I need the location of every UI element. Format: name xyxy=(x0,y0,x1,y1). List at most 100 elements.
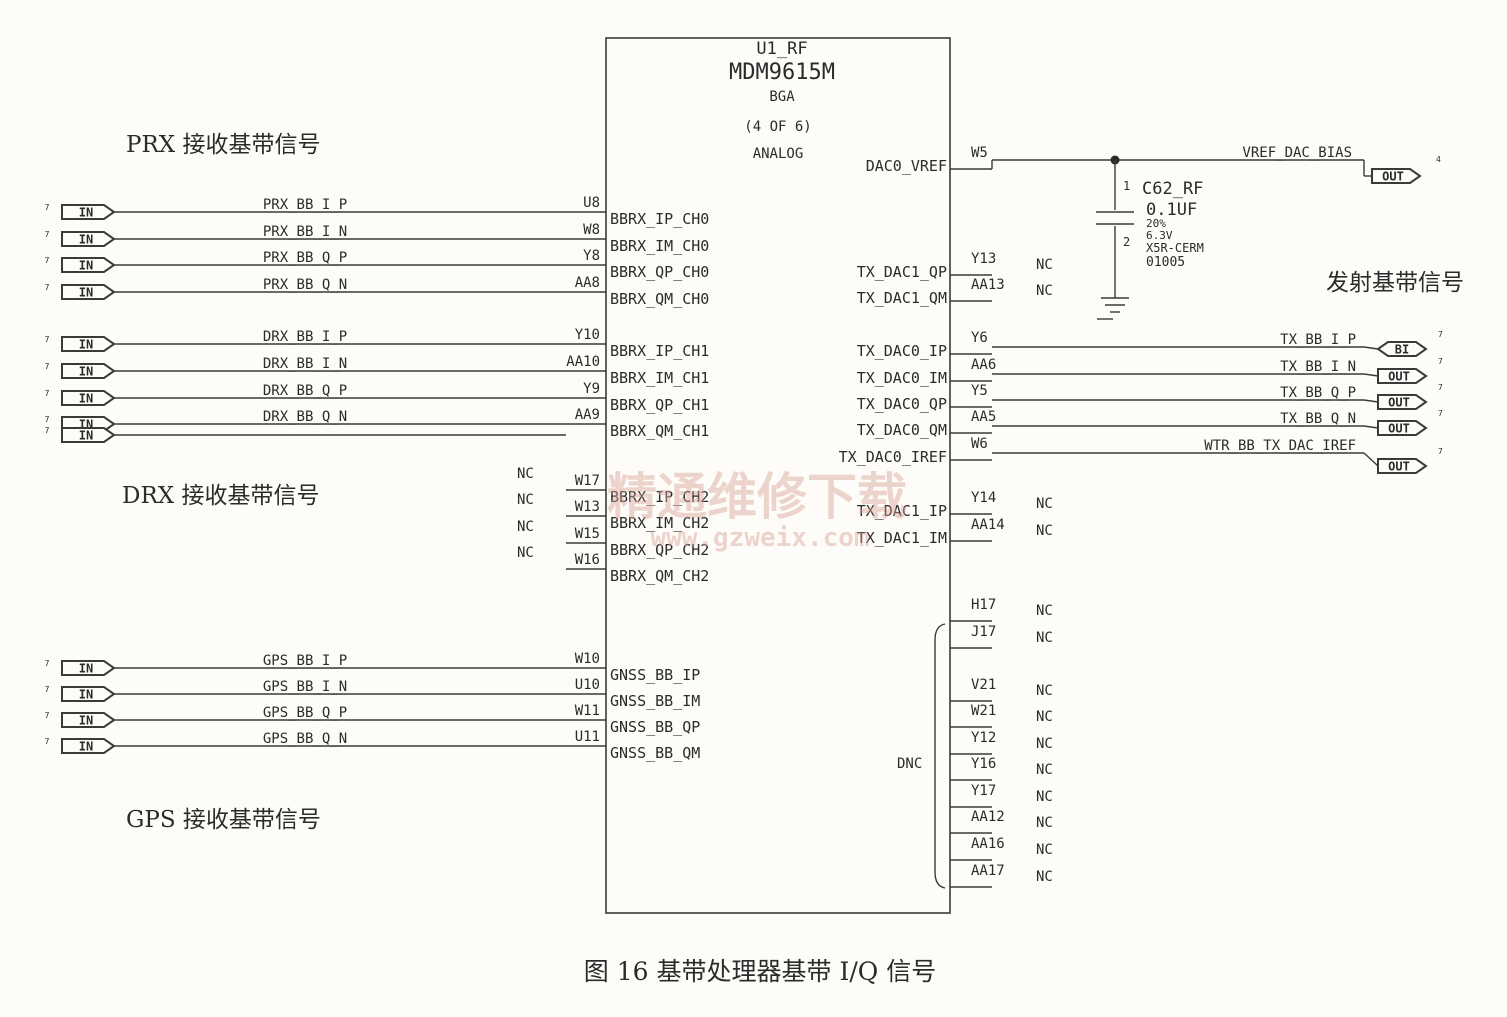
sheet-ref: 7 xyxy=(45,659,50,668)
pin-name: TX_DAC0_QP xyxy=(857,395,947,413)
cap-voltage: 6.3V xyxy=(1146,229,1173,242)
pin-number: V21 xyxy=(971,677,996,693)
chip-section: (4 OF 6) xyxy=(744,119,811,135)
pin-number: W17 xyxy=(575,473,600,489)
port-out: OUT xyxy=(1377,394,1428,410)
sheet-ref: 7 xyxy=(45,737,50,746)
nc-label: NC xyxy=(517,545,534,561)
pin-number: Y14 xyxy=(971,490,996,506)
pin-number: Y5 xyxy=(971,383,988,399)
pin-number: AA16 xyxy=(971,836,1005,852)
port-label: IN xyxy=(79,714,93,728)
sheet-ref: 7 xyxy=(45,362,50,371)
pin-name: BBRX_IM_CH0 xyxy=(610,237,709,255)
port-label: OUT xyxy=(1388,422,1410,436)
pin-name: BBRX_QM_CH0 xyxy=(610,290,709,308)
pin-number: AA6 xyxy=(971,357,996,373)
sheet-ref: 7 xyxy=(1438,357,1443,366)
sheet-ref: 7 xyxy=(1438,447,1443,456)
nc-label: NC xyxy=(1036,789,1053,805)
pin-name: TX_DAC1_IP xyxy=(857,502,947,520)
port-in: IN xyxy=(61,204,116,220)
net-label: GPS_BB_I_N xyxy=(263,679,347,695)
pin-number: J17 xyxy=(971,624,996,640)
sheet-ref: 7 xyxy=(45,426,50,435)
net-label: VREF_DAC_BIAS xyxy=(1242,145,1352,161)
nc-label: NC xyxy=(1036,257,1053,273)
pin-number: AA14 xyxy=(971,517,1005,533)
port-in: IN xyxy=(61,336,116,352)
pin-number: AA12 xyxy=(971,809,1005,825)
pin-number: Y12 xyxy=(971,730,996,746)
port-label: IN xyxy=(79,206,93,220)
port-label: IN xyxy=(79,429,93,443)
net-label: PRX_BB_I_N xyxy=(263,224,347,240)
cap-pin2: 2 xyxy=(1123,235,1130,249)
port-in: IN xyxy=(61,686,116,702)
pin-name: TX_DAC1_QP xyxy=(857,263,947,281)
pin-number: AA10 xyxy=(566,354,600,370)
sheet-ref: 7 xyxy=(45,685,50,694)
net-label: PRX_BB_Q_N xyxy=(263,277,347,293)
right-pin-row: TX_DAC1_IM AA14 NC xyxy=(857,517,1053,547)
nc-label: NC xyxy=(1036,523,1053,539)
pin-name: BBRX_IP_CH0 xyxy=(610,210,709,228)
nc-label: NC xyxy=(1036,842,1053,858)
sheet-ref: 7 xyxy=(45,283,50,292)
port-out: OUT xyxy=(1377,458,1428,474)
port-label: IN xyxy=(79,286,93,300)
net-label: TX_BB_I_P xyxy=(1280,332,1356,348)
port-in: IN xyxy=(61,427,116,443)
pin-number: W16 xyxy=(575,552,600,568)
pin-number: U10 xyxy=(575,677,600,693)
port-in: IN xyxy=(61,660,116,676)
net-label: PRX_BB_Q_P xyxy=(263,250,347,266)
net-label: PRX_BB_I_P xyxy=(263,197,347,213)
port-out: OUT xyxy=(1371,168,1422,184)
caption-drx: DRX 接收基带信号 xyxy=(122,483,319,509)
port-in: IN xyxy=(61,363,116,379)
sheet-ref: 7 xyxy=(1438,330,1443,339)
port-out: OUT xyxy=(1377,368,1428,384)
chip-ref: U1_RF xyxy=(756,39,807,59)
pin-number: W5 xyxy=(971,145,988,161)
pin-name: TX_DAC0_IM xyxy=(857,369,947,387)
pin-number: Y17 xyxy=(971,783,996,799)
port-label: OUT xyxy=(1388,460,1410,474)
dnc-pin-row: Y12 NC xyxy=(950,730,1053,755)
pin-name: TX_DAC1_IM xyxy=(857,529,947,547)
pin-number: Y10 xyxy=(575,327,600,343)
cap-dielectric: X5R-CERM xyxy=(1146,241,1204,255)
nc-label: NC xyxy=(517,519,534,535)
chip-body xyxy=(605,37,951,914)
net-label: WTR_BB_TX_DAC_IREF xyxy=(1204,438,1356,454)
dnc-bracket xyxy=(934,623,946,889)
dnc-pin-row: Y17 NC xyxy=(950,783,1053,808)
pin-name: BBRX_IM_CH2 xyxy=(610,514,709,532)
dnc-pin-row: AA16 NC xyxy=(950,836,1053,861)
pin-number: AA5 xyxy=(971,409,996,425)
cap-ref: C62_RF xyxy=(1142,179,1203,199)
sheet-ref: 7 xyxy=(1438,383,1443,392)
port-label: IN xyxy=(79,662,93,676)
nc-label: NC xyxy=(1036,736,1053,752)
nc-label: NC xyxy=(1036,496,1053,512)
port-in: IN xyxy=(61,284,116,300)
port-label: IN xyxy=(79,365,93,379)
net-label: DRX_BB_Q_N xyxy=(263,409,347,425)
